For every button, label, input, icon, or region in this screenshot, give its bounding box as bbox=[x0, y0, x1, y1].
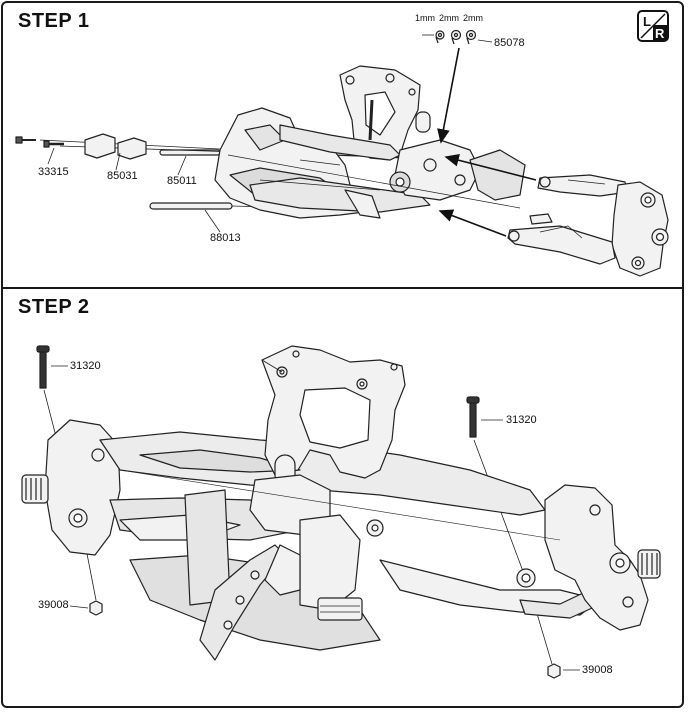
step2-title: STEP 2 bbox=[18, 296, 90, 318]
part-label-85078: 85078 bbox=[494, 37, 525, 49]
part-label-88013: 88013 bbox=[210, 232, 241, 244]
steering-knuckle bbox=[611, 181, 669, 277]
lower-a-arm bbox=[507, 213, 616, 265]
left-right-side-icon: L R bbox=[637, 10, 669, 42]
chassis-body-step1 bbox=[214, 65, 526, 219]
spacer-label-2mm-a: 2mm bbox=[439, 13, 459, 23]
center-bulkhead bbox=[184, 454, 384, 661]
step2-drawing bbox=[21, 345, 661, 679]
badge-letter-l: L bbox=[643, 14, 651, 29]
step1-drawing bbox=[15, 29, 669, 277]
step1-title: STEP 1 bbox=[18, 10, 90, 32]
right-hub-carrier bbox=[516, 484, 661, 631]
upper-a-arm bbox=[537, 174, 629, 197]
part-label-39008-right: 39008 bbox=[582, 664, 613, 676]
shim-spacers bbox=[422, 29, 493, 45]
spacer-label-2mm-b: 2mm bbox=[463, 13, 483, 23]
part-label-31320-left: 31320 bbox=[70, 360, 101, 372]
spacer-label-1mm: 1mm bbox=[415, 13, 435, 23]
badge-letter-r: R bbox=[655, 26, 665, 41]
step-divider bbox=[3, 287, 684, 289]
part-label-85031: 85031 bbox=[107, 170, 138, 182]
part-label-33315: 33315 bbox=[38, 166, 69, 178]
part-label-85011: 85011 bbox=[167, 175, 197, 187]
left-hub-carrier bbox=[21, 419, 121, 556]
shock-tower bbox=[261, 345, 406, 479]
part-label-39008-left: 39008 bbox=[38, 599, 69, 611]
part-label-31320-right: 31320 bbox=[506, 414, 537, 426]
